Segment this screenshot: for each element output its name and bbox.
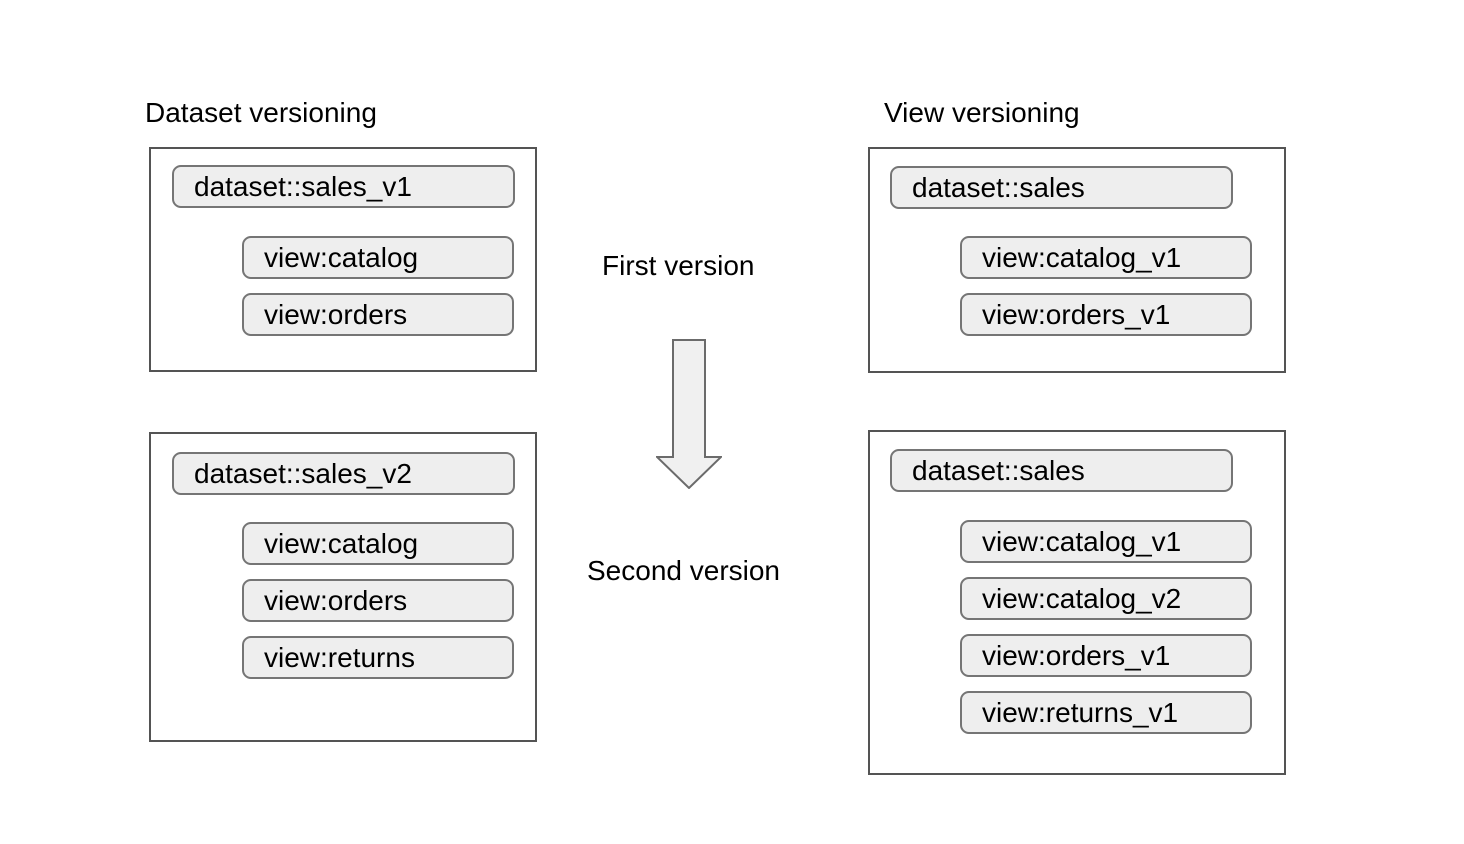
dataset-v2-panel: dataset::sales_v2 view:catalog view:orde… bbox=[149, 432, 537, 742]
view-pill: view:orders bbox=[242, 579, 514, 622]
dataset-versioning-heading: Dataset versioning bbox=[145, 97, 377, 128]
view-v1-panel: dataset::sales view:catalog_v1 view:orde… bbox=[868, 147, 1286, 373]
first-version-label: First version bbox=[602, 250, 755, 281]
view-pill: view:catalog_v1 bbox=[960, 236, 1252, 279]
dataset-pill: dataset::sales bbox=[890, 449, 1233, 492]
view-pill: view:orders_v1 bbox=[960, 634, 1252, 677]
dataset-pill: dataset::sales_v1 bbox=[172, 165, 515, 208]
dataset-pill: dataset::sales_v2 bbox=[172, 452, 515, 495]
view-pill: view:catalog_v1 bbox=[960, 520, 1252, 563]
second-version-label: Second version bbox=[587, 555, 781, 586]
view-pill: view:catalog bbox=[242, 236, 514, 279]
dataset-pill: dataset::sales bbox=[890, 166, 1233, 209]
view-pill: view:orders bbox=[242, 293, 514, 336]
view-versioning-heading: View versioning bbox=[884, 97, 1080, 128]
view-pill: view:catalog_v2 bbox=[960, 577, 1252, 620]
view-v2-panel: dataset::sales view:catalog_v1 view:cata… bbox=[868, 430, 1286, 775]
dataset-v1-panel: dataset::sales_v1 view:catalog view:orde… bbox=[149, 147, 537, 372]
down-arrow-icon bbox=[654, 339, 724, 490]
view-pill: view:catalog bbox=[242, 522, 514, 565]
view-pill: view:orders_v1 bbox=[960, 293, 1252, 336]
view-pill: view:returns_v1 bbox=[960, 691, 1252, 734]
view-pill: view:returns bbox=[242, 636, 514, 679]
